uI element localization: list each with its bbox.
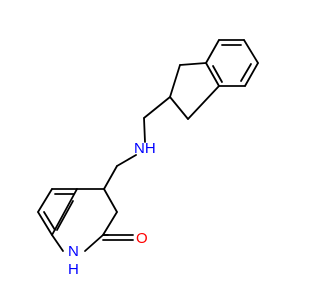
bond (84, 234, 104, 252)
amine-nh-label: NH (134, 140, 156, 157)
bond (51, 188, 78, 236)
bond (51, 234, 64, 252)
bond (179, 62, 207, 66)
bond-inner (240, 63, 252, 82)
molecule-canvas: NH N H O (37, 39, 259, 278)
bond (143, 96, 171, 119)
bond (37, 211, 53, 236)
bond (116, 154, 137, 167)
bond (103, 165, 118, 190)
lactam-n-label: N (68, 243, 79, 260)
bond (205, 62, 220, 87)
bond-inner (43, 211, 56, 231)
bond (143, 117, 146, 143)
bond (244, 62, 259, 87)
molecule-structure: NH N H O (37, 39, 259, 278)
bond (103, 188, 118, 213)
lactam-h-label: H (68, 261, 79, 278)
bond (37, 188, 53, 213)
bond-inner (212, 65, 223, 83)
bond (205, 39, 220, 64)
bond (169, 96, 189, 120)
bond (187, 85, 220, 120)
bonds (37, 39, 259, 252)
bond (243, 39, 259, 64)
bond (102, 211, 118, 236)
carbonyl-o-label: O (136, 230, 148, 247)
bond-inner (56, 200, 74, 231)
bond (169, 64, 181, 98)
atom-labels: NH N H O (68, 140, 156, 278)
